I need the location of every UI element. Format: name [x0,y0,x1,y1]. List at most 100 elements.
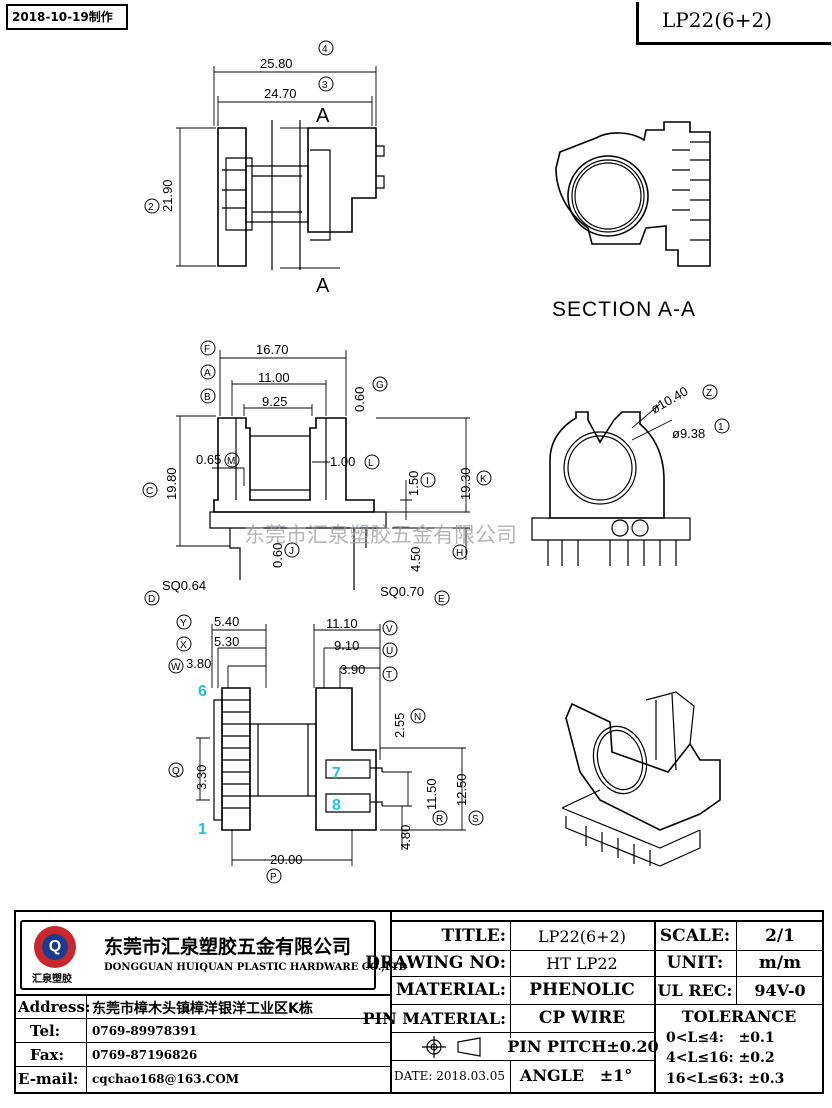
balloon-R: R [432,810,448,826]
svg-text:D: D [148,594,155,605]
company-name-en: DONGGUAN HUIQUAN PLASTIC HARDWARE CO.,LT… [104,962,408,973]
dim-1-00: 1.00 [330,454,355,469]
email-value: cqchao168@163.COM [92,1072,240,1086]
tel-value: 0769-89978391 [92,1024,198,1038]
fax-value: 0769-87196826 [92,1048,198,1062]
svg-text:L: L [368,458,374,469]
balloons: 4 3 2 F A B G C M L I K J H D E Z 1 Y X … [142,40,730,884]
title-value: LP22(6+2) [538,926,626,946]
balloon-M: M [224,452,240,468]
top-view-left-flange [217,127,247,267]
balloon-V: V [382,620,398,636]
top-view [176,66,385,270]
pin-8: 8 [332,797,341,814]
dim-sq-0-70: SQ0.70 [380,584,424,599]
dim-3-30: 3.30 [194,765,209,790]
address-value: 东莞市樟木头镇樟洋银洋工业区K栋 [92,1001,313,1017]
pin-numbers: 6 7 8 1 [198,683,341,838]
balloon-C: C [142,482,158,498]
ul-value: 94V-0 [754,980,806,1000]
dim-21-90: 21.90 [160,179,175,212]
drawing-date: DATE: 2018.03.05 [394,1069,505,1083]
svg-text:2: 2 [148,202,154,213]
balloon-Y: Y [176,614,192,630]
part-title: LP22(6+2) [662,8,772,32]
front-view-body [213,417,375,513]
dim-2-55: 2.55 [392,713,407,738]
section-mark-bottom: A [316,275,330,297]
balloon-K: K [476,470,492,486]
bottom-view [196,624,466,866]
projection-symbol [422,1036,481,1058]
tolerance-row-3: 16<L≤63: ±0.3 [666,1071,785,1087]
balloon-B: B [200,388,216,404]
front-view [176,350,470,590]
angle-label: ANGLE [519,1065,585,1085]
svg-text:Z: Z [706,388,712,399]
pin-material-label: PIN MATERIAL: [362,1008,506,1028]
angle-value: ±1° [599,1065,633,1085]
ul-label: UL REC: [657,980,733,1000]
dim-11-10: 11.10 [326,616,358,631]
svg-text:U: U [386,646,393,657]
drawing-no-value: HT LP22 [546,953,618,973]
balloon-G: G [372,376,388,392]
date-stamp: 2018-10-19制作 [12,10,113,24]
email-label: E-mail: [18,1070,79,1088]
svg-text:H: H [456,548,463,559]
svg-text:4: 4 [322,44,328,55]
unit-label: UNIT: [666,953,724,973]
balloon-2: 2 [144,198,160,214]
svg-text:3: 3 [322,80,328,91]
svg-text:A: A [204,368,211,379]
svg-text:V: V [386,624,393,635]
dim-0-60-bottom: 0.60 [270,543,285,568]
dim-16-70: 16.70 [256,342,289,357]
contact-table [14,994,390,1096]
pin-1: 1 [198,821,207,838]
dim-5-30: 5.30 [214,634,239,649]
balloon-1: 1 [714,418,730,434]
svg-text:E: E [438,594,445,605]
dim-3-80: 3.80 [186,656,211,671]
balloon-W: W [168,658,184,674]
svg-text:S: S [472,814,479,825]
balloon-L: L [364,454,380,470]
svg-text:P: P [270,872,277,883]
balloon-Q: Q [168,762,184,778]
technical-drawing: A A SECTION A-A 东莞市汇泉塑胶五金有限公司 25.80 24.7… [142,40,730,884]
section-a-a-view [555,121,711,267]
dim-20-00: 20.00 [270,852,303,867]
svg-text:M: M [227,456,235,467]
dim-12-50: 12.50 [454,773,469,806]
top-view-right-flange [307,127,377,233]
title-block-frame [14,910,824,1094]
section-mark-top: A [316,105,330,127]
material-label: MATERIAL: [395,980,506,1000]
logo-text: 汇泉塑胶 [32,974,72,985]
fax-label: Fax: [30,1046,65,1064]
tolerance-row-1: 0<L≤4: ±0.1 [666,1030,775,1046]
scale-label: SCALE: [659,926,731,946]
balloon-D: D [144,590,160,606]
svg-text:G: G [376,380,384,391]
address-label: Address: [18,998,91,1016]
dim-0-60-top: 0.60 [352,387,367,412]
pin-pitch: PIN PITCH±0.20 [507,1036,659,1056]
dim-3-90: 3.90 [340,662,365,677]
svg-text:F: F [204,344,210,355]
svg-text:Q: Q [172,766,180,777]
dim-11-50: 11.50 [424,778,439,810]
scale-value: 2/1 [765,926,795,946]
tel-label: Tel: [30,1022,61,1040]
svg-text:Y: Y [180,618,187,629]
company-name-cn: 东莞市汇泉塑胶五金有限公司 [104,936,352,958]
drawing-no-label: DRAWING NO: [365,953,506,973]
balloon-S: S [468,810,484,826]
company-logo: Q [34,926,76,968]
svg-text:N: N [414,712,421,723]
pin-material-value: CP WIRE [538,1008,626,1028]
svg-text:I: I [426,476,429,487]
dim-0-65: 0.65 [196,452,221,467]
pin-7: 7 [332,765,341,782]
